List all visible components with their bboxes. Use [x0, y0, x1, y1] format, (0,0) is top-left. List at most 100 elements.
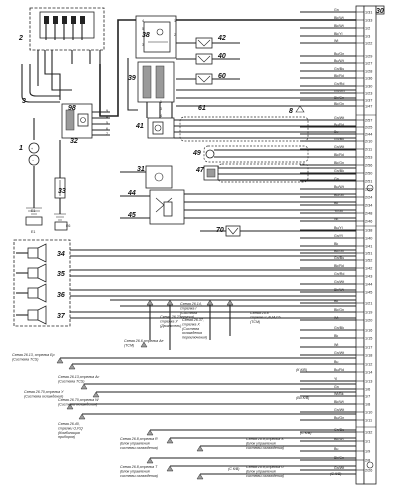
connector-pin-label: 2/34: [365, 203, 372, 207]
component-pin-number: 6: [106, 127, 108, 131]
wire-color-label: Bk/Gn: [334, 249, 344, 253]
reference-note: Схема 26.37,стрелка Х(Системаохлажденияп…: [182, 318, 207, 340]
wire-color-label: Bk/Gn: [334, 102, 344, 106]
wire-color-label: Bk/Wt: [334, 16, 344, 20]
connector-pin-label: 1/52: [365, 258, 372, 262]
actuator-70: [200, 225, 356, 237]
connector-pin-label: 1/45: [365, 290, 372, 294]
wire-color-label: Bk/Wt: [334, 24, 344, 28]
reference-note-line: Схема 26.70,стрелка W: [58, 398, 99, 402]
reference-note-line: (Блок управления: [246, 441, 276, 445]
connector-pin-label: 1/18: [365, 353, 372, 357]
wire-color-label: Gn/Bu: [334, 256, 344, 260]
reference-arrow-icon: [166, 465, 174, 472]
connector-pin-label: 1/44: [365, 282, 372, 286]
component-pin-number: 4: [106, 115, 108, 119]
connector-pin-label: 1/11: [365, 418, 372, 422]
connector-pin-label: 2/56: [365, 163, 372, 167]
reference-note-line: системы охлаждения): [120, 446, 158, 450]
connector-pin-label: 1/2: [365, 26, 370, 30]
connector-pin-label: 1/23: [365, 91, 372, 95]
relay-39: [127, 58, 175, 118]
component-pin-number: 1: [174, 19, 176, 23]
wire-color-label: Bk: [334, 334, 338, 338]
wire-color-label: Wt/Bk: [334, 392, 344, 396]
wire-color-label: Wt: [334, 217, 338, 221]
wire-color-label: Bk/Rd: [334, 74, 344, 78]
connector-title: 30: [376, 8, 384, 15]
connector-pin-label: 2/46: [365, 219, 372, 223]
wire-color-label: Bk: [334, 299, 338, 303]
wire-color-label: Bk/Wt: [334, 400, 344, 404]
side-note: (С К/В): [300, 431, 312, 435]
wire-color-label: Gn/Wt: [334, 145, 344, 149]
wire-color-label: Wt: [334, 39, 338, 43]
connector-pin-label: 1/10: [365, 410, 372, 414]
component-number: 31: [137, 166, 145, 173]
connector-pin-label: 1/42: [365, 266, 372, 270]
reference-note: Схема 26.6,стрелка Ае(TCM): [124, 339, 163, 347]
reference-arrow-icon: [196, 473, 204, 480]
connector-30: 30 1/311/331/21/31/221/291/271/281/361/3…: [355, 5, 385, 485]
connector-pin-label: 1/41: [365, 244, 372, 248]
wire-color-label: Gn: [334, 8, 339, 12]
wire-color-label: Bu: [334, 447, 338, 451]
reference-note-line: Схема 26.40,: [58, 422, 80, 426]
connector-pin-label: 2/25: [365, 125, 372, 129]
connector-pin-label: 1/31: [365, 10, 372, 14]
component-number: 39: [128, 75, 136, 82]
component-number: 32: [70, 138, 78, 145]
speakers-34-37: [13, 239, 356, 327]
wire-harness-3: [21, 64, 72, 103]
reference-note-line: (Система охлаждения): [58, 402, 97, 406]
wire-color-label: Yl: [334, 377, 337, 381]
coil-icon: [80, 117, 86, 123]
reference-note-line: стрелки L,N,M,Ch: [250, 315, 281, 319]
connector-pin-label: 2/57: [365, 118, 372, 122]
reference-arrow-icon: [196, 445, 204, 452]
reference-note-line: стрелка I: [180, 306, 196, 310]
switch-module-31: [120, 165, 356, 225]
side-notes: (К К/В)(Bu К/В)(С К/В)(С К/В)(С К/В): [228, 368, 342, 476]
reference-note-line: (Блок управления: [246, 469, 276, 473]
actuator-60: [176, 73, 240, 85]
fuse-block-2: [29, 7, 356, 117]
actuator-42: [176, 37, 240, 49]
reference-arrow-icon: [206, 299, 214, 306]
reference-note-line: Схема 26.8,стрелка R: [120, 437, 158, 441]
reference-note: Схема 26.9,стрелка U(Блок управлениясист…: [246, 465, 284, 478]
component-pin-number: 2: [174, 33, 176, 37]
ground-label: E6: [66, 224, 70, 228]
reference-note-line: (Система TCS): [58, 379, 84, 383]
side-note: (С К/В): [330, 472, 342, 476]
reference-note-line: Схема 26.23,: [160, 315, 182, 319]
connector-pin-label: 2/55: [365, 187, 372, 191]
wire-color-label: Bk/Gn: [334, 308, 344, 312]
side-note: (Bu К/В): [296, 396, 309, 400]
reference-note: Схема 26.70,стрелка У(Система охлаждения…: [24, 390, 64, 398]
reference-note-line: Схема 26.6,стрелка Ае: [124, 339, 163, 343]
reference-note-line: приборов): [58, 435, 75, 439]
connector-pin-label: 1/32: [365, 430, 372, 434]
reference-note-line: (Система: [180, 311, 197, 315]
reference-note-line: переключения): [182, 336, 207, 340]
reference-note-line: стрелка Х: [182, 322, 200, 326]
wire-color-label: Bu/Wt: [334, 185, 344, 189]
wires: GnBk/WtBk/WtBk/YlWtBu/GnBu/WtGn/BuBk/RdG…: [300, 8, 356, 471]
wire-color-label: Gn/Wt: [334, 466, 344, 470]
speaker-cone-icon: [37, 283, 47, 303]
ground-symbol-icon: [366, 184, 374, 192]
connector-pin-label: 1/43: [365, 274, 372, 278]
component-number: 35: [57, 271, 65, 278]
reference-note-line: стрелки О,Р,Q: [58, 426, 83, 430]
connector-shell: [363, 5, 377, 485]
reference-note: Схема 26.8,стрелка R(Блок управлениясист…: [120, 437, 158, 450]
reference-note-line: (Система TCS): [12, 357, 38, 361]
component-number: 70: [216, 227, 224, 234]
component-pin-number: 9: [106, 109, 108, 113]
connector-pin-label: 1/13: [365, 379, 372, 383]
battery-1: + −: [25, 118, 43, 226]
connector-pin-label: 2/24: [365, 195, 372, 199]
reference-note-line: Схема 26.14,: [180, 302, 202, 306]
